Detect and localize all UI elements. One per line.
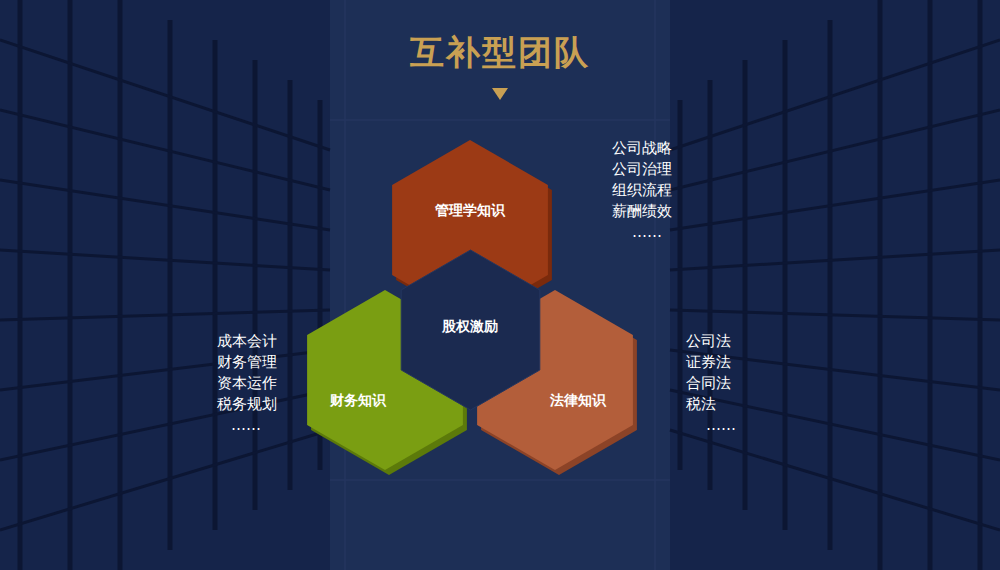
list-item: 成本会计 (217, 331, 277, 352)
list-item: 证券法 (686, 352, 736, 373)
list-item: 公司治理 (612, 159, 672, 180)
list-item: 财务管理 (217, 352, 277, 373)
diagram-title: 互补型团队 (0, 30, 1000, 76)
list-item: 薪酬绩效 (612, 201, 672, 222)
hexagon-label: 法律知识 (550, 392, 606, 410)
list-item: 合同法 (686, 373, 736, 394)
title-arrow (492, 88, 508, 100)
knowledge-list: 成本会计财务管理资本运作税务规划…… (217, 331, 277, 436)
hexagon-label: 股权激励 (442, 318, 498, 336)
list-item: 税法 (686, 394, 736, 415)
center-hexagon: 股权激励 (401, 250, 540, 410)
list-item: 组织流程 (612, 180, 672, 201)
list-item: 税务规划 (217, 394, 277, 415)
knowledge-list: 公司战略公司治理组织流程薪酬绩效…… (612, 138, 672, 243)
hexagon-label: 财务知识 (330, 392, 386, 410)
list-item: …… (217, 415, 277, 436)
list-item: …… (612, 222, 672, 243)
knowledge-list: 公司法证券法合同法税法…… (686, 331, 736, 436)
list-item: …… (686, 415, 736, 436)
list-item: 公司法 (686, 331, 736, 352)
hexagon-label: 管理学知识 (435, 202, 505, 220)
list-item: 公司战略 (612, 138, 672, 159)
list-item: 资本运作 (217, 373, 277, 394)
